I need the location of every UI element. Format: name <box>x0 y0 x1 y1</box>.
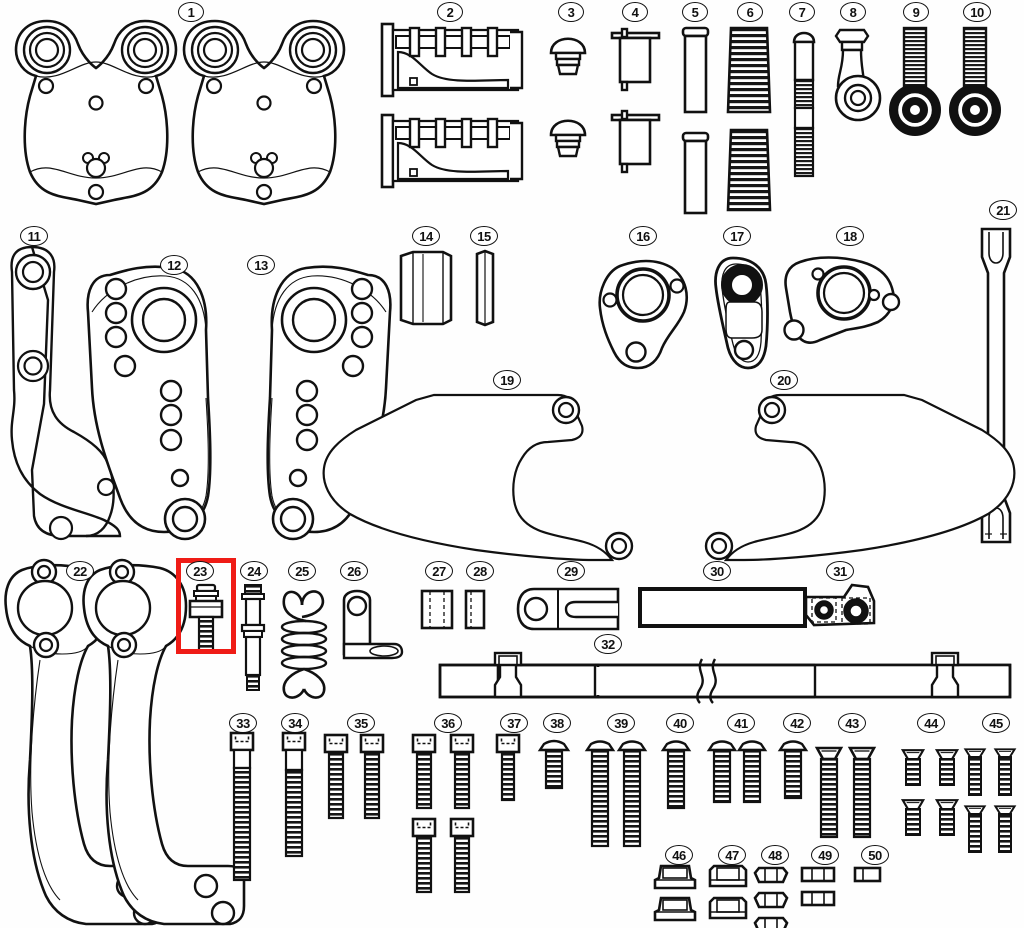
callout-42: 42 <box>783 713 811 733</box>
part-07-shoulder-bolt <box>792 31 816 178</box>
part-22-shift-rod-arm <box>4 558 246 926</box>
bolts-row-button-head <box>537 739 809 848</box>
callout-27: 27 <box>425 561 453 581</box>
part-32-long-cross-shaft <box>438 651 1012 704</box>
part-25-return-spring <box>280 590 328 699</box>
callout-18: 18 <box>836 226 864 246</box>
callout-43: 43 <box>838 713 866 733</box>
callout-14: 14 <box>412 226 440 246</box>
callout-15: 15 <box>470 226 498 246</box>
callout-23: 23 <box>186 561 214 581</box>
callout-30: 30 <box>703 561 731 581</box>
part-24-adjuster-stud <box>240 584 266 691</box>
callout-44: 44 <box>917 713 945 733</box>
callout-33: 33 <box>229 713 257 733</box>
callout-12: 12 <box>160 255 188 275</box>
callout-48: 48 <box>761 845 789 865</box>
callout-11: 11 <box>20 226 48 246</box>
callout-38: 38 <box>543 713 571 733</box>
callout-4: 4 <box>622 2 648 22</box>
callout-29: 29 <box>557 561 585 581</box>
nuts-row <box>653 864 882 928</box>
part-29-clevis-fork <box>516 587 620 631</box>
callout-20: 20 <box>770 370 798 390</box>
part-11-shift-linkage-arm <box>10 245 122 541</box>
callout-49: 49 <box>811 845 839 865</box>
callout-5: 5 <box>682 2 708 22</box>
part-08-rod-end-bolt <box>834 28 882 122</box>
callout-10: 10 <box>963 2 991 22</box>
callout-19: 19 <box>493 370 521 390</box>
callout-47: 47 <box>718 845 746 865</box>
callout-21: 21 <box>989 200 1017 220</box>
callout-6: 6 <box>737 2 763 22</box>
part-15-thin-washer-spacer <box>475 249 495 327</box>
part-01-footpeg-bracket-plate <box>14 19 346 206</box>
callout-8: 8 <box>840 2 866 22</box>
callout-32: 32 <box>594 634 622 654</box>
part-20-main-frame-plate-right <box>704 393 1016 562</box>
callout-35: 35 <box>347 713 375 733</box>
callout-28: 28 <box>466 561 494 581</box>
part-18-pivot-plate-triangular <box>783 256 901 344</box>
callout-17: 17 <box>723 226 751 246</box>
part-27-square-spacer-large <box>420 589 454 630</box>
callout-41: 41 <box>727 713 755 733</box>
part-12-heel-guard-left <box>86 265 212 541</box>
callout-40: 40 <box>666 713 694 733</box>
part-17-brake-arm-lever <box>714 256 769 370</box>
part-28-square-spacer-small <box>464 589 486 630</box>
part-26-spring-anchor-tab <box>342 589 404 660</box>
bolts-row-flat-head <box>815 746 1016 853</box>
callout-39: 39 <box>607 713 635 733</box>
part-23-pivot-bolt-with-nut <box>188 583 224 653</box>
callout-34: 34 <box>281 713 309 733</box>
part-30-flat-bar-stock <box>638 587 807 628</box>
part-31-two-hole-mount-block <box>804 583 876 627</box>
callout-2: 2 <box>437 2 463 22</box>
callout-1: 1 <box>178 2 204 22</box>
callout-25: 25 <box>288 561 316 581</box>
callout-46: 46 <box>665 845 693 865</box>
part-09-rod-end-left <box>889 26 941 136</box>
callout-22: 22 <box>66 561 94 581</box>
part-05-pin-shaft <box>681 26 710 215</box>
callout-3: 3 <box>558 2 584 22</box>
part-06-knurled-peg <box>726 26 772 212</box>
part-10-rod-end-right <box>949 26 1001 136</box>
callout-16: 16 <box>629 226 657 246</box>
callout-50: 50 <box>861 845 889 865</box>
part-16-pivot-plate-round <box>598 259 688 370</box>
callout-9: 9 <box>903 2 929 22</box>
callout-26: 26 <box>340 561 368 581</box>
callout-45: 45 <box>982 713 1010 733</box>
part-04-collar-flange <box>610 27 661 174</box>
part-19-main-frame-plate-left <box>322 393 634 562</box>
callout-37: 37 <box>500 713 528 733</box>
bolts-row-socket-head <box>229 731 521 894</box>
callout-24: 24 <box>240 561 268 581</box>
callout-7: 7 <box>789 2 815 22</box>
part-14-spacer-bushing <box>399 250 453 326</box>
callout-36: 36 <box>434 713 462 733</box>
part-02-footpeg-rubber <box>380 22 524 189</box>
part-03-dome-plug <box>549 37 587 158</box>
callout-31: 31 <box>826 561 854 581</box>
callout-13: 13 <box>247 255 275 275</box>
